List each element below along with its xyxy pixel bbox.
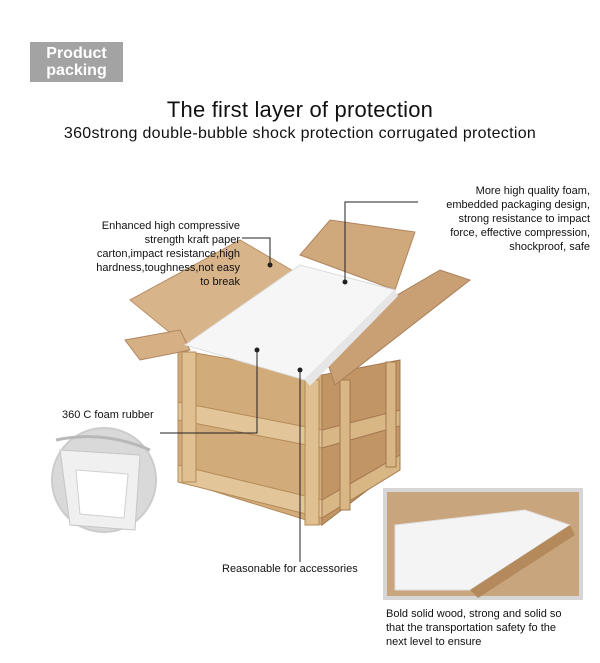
callout-line: that the transportation safety fo the [386,622,556,634]
callout-line: strong resistance to impact [458,213,590,225]
callout-quality-foam: More high quality foam, embedded packagi… [420,184,590,254]
callout-foam-rubber: 360 C foam rubber [62,409,154,421]
callout-lines [160,201,418,562]
section-badge: Product packing [30,42,123,82]
wood-board-inset [383,488,583,600]
callout-line: hardness,toughness,not easy [96,262,240,274]
foam-rubber-inset [51,427,157,533]
wooden-crate [177,349,401,527]
page-subtitle: 360strong double-bubble shock protection… [63,125,537,142]
callout-dot [267,262,273,268]
callout-line: force, effective compression, [450,227,590,239]
callout-accessories: Reasonable for accessories [222,563,358,575]
callout-line: embedded packaging design, [446,199,590,211]
callout-line: Bold solid wood, strong and solid so [386,608,562,620]
callout-solid-wood: Bold solid wood, strong and solid so tha… [386,607,586,649]
callout-line: carton,impact resistance,high [96,248,240,260]
callout-line: shockproof, safe [509,241,590,253]
callout-line: Enhanced high compressive [101,220,240,232]
callout-dot [342,279,348,285]
page-title: The first layer of protection [166,97,434,122]
kraft-carton [124,219,472,386]
badge-line1: Product [46,45,107,62]
badge-line2: packing [46,62,107,79]
callout-dot [254,347,260,353]
callout-kraft-carton: Enhanced high compressive strength kraft… [40,219,240,289]
callout-line: next level to ensure [386,636,482,648]
callout-line: strength kraft paper [144,234,240,246]
callout-line: to break [200,276,240,288]
callout-dot [297,367,303,373]
callout-line: More high quality foam, [475,185,590,197]
